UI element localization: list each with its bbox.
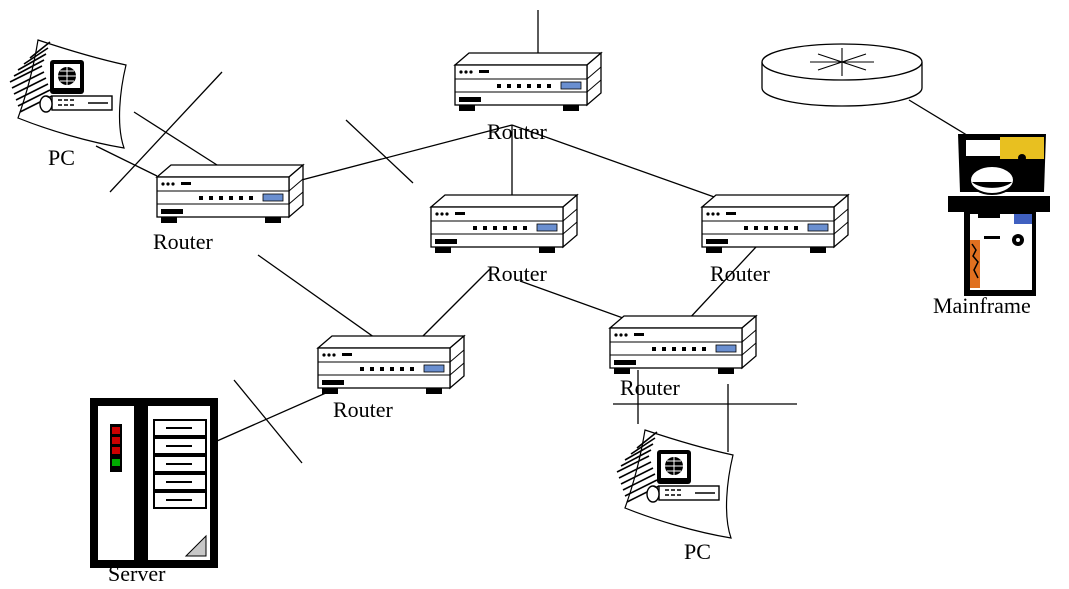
router-top-label: Router <box>487 119 547 144</box>
router-top-icon <box>454 52 602 112</box>
router-left-label: Router <box>153 229 213 254</box>
router-bottom-right-label: Router <box>620 375 680 400</box>
connection-lines <box>95 10 976 464</box>
pc-bottom-label: PC <box>684 539 711 564</box>
mainframe-icon <box>948 134 1050 296</box>
router-bottom-right-icon <box>609 315 757 375</box>
pc-top-left-label: PC <box>48 145 75 170</box>
mainframe-label: Mainframe <box>933 293 1031 318</box>
router-center-icon <box>430 194 578 254</box>
router-right-icon <box>701 194 849 254</box>
router-left-icon <box>156 164 304 224</box>
router-bottom-left-label: Router <box>333 397 393 422</box>
server-label: Server <box>108 561 166 586</box>
wan-router-icon <box>761 43 923 107</box>
server-icon <box>90 398 218 568</box>
router-center-label: Router <box>487 261 547 286</box>
router-bottom-left-icon <box>317 335 465 395</box>
router-right-label: Router <box>710 261 770 286</box>
pc-top-left-icon <box>9 39 127 149</box>
pc-bottom-icon <box>616 429 734 539</box>
